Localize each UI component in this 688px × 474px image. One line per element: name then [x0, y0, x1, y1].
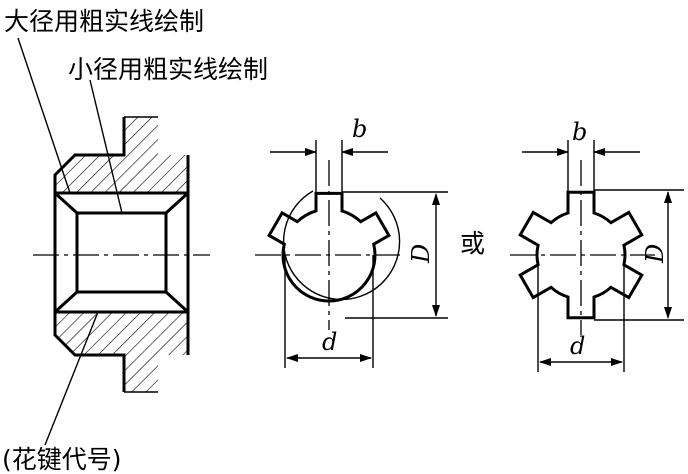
chamfer-top-left — [53, 191, 79, 215]
label-spline-code: (花键代号) — [2, 445, 122, 474]
end-view-right — [510, 140, 684, 372]
label-or: 或 — [460, 229, 485, 258]
section-view — [17, 37, 210, 446]
chamfer-bottom-left — [53, 290, 79, 314]
leader-major-diameter — [17, 37, 71, 194]
minor-diameter-bore — [75, 211, 168, 294]
dim-b-left: b — [352, 115, 367, 143]
chamfer-top-right — [164, 191, 190, 215]
end-view-left — [255, 140, 448, 368]
major-diameter-thin-arc — [282, 190, 401, 301]
dim-D-right: D — [641, 244, 669, 264]
leader-minor-diameter — [89, 79, 123, 214]
tooth-profile-six — [518, 190, 644, 320]
lower-hatch-region — [55, 312, 188, 392]
label-minor-diameter: 小径用粗实线绘制 — [68, 55, 268, 84]
label-major-diameter: 大径用粗实线绘制 — [4, 7, 204, 36]
dim-D-left: D — [407, 244, 435, 264]
dim-d-right: d — [570, 332, 585, 360]
dim-b-right: b — [572, 118, 587, 146]
leader-spline-code — [44, 311, 99, 446]
chamfer-bottom-right — [164, 290, 190, 314]
dim-d-left: d — [322, 328, 337, 356]
